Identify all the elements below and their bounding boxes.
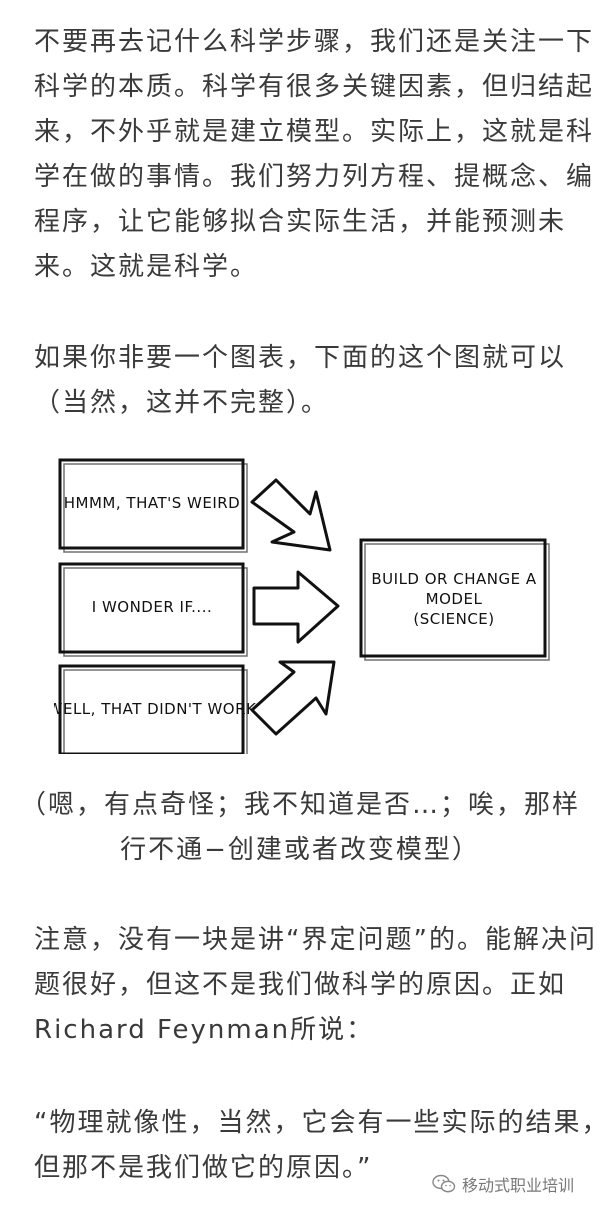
model-label-line2: MODEL (426, 590, 483, 608)
text-line: 学在做的事情。我们努力列方程、提概念、编 (34, 162, 595, 192)
text-line: 题很好，但这不是我们做科学的原因。正如 (34, 970, 567, 1000)
text-line: 程序，让它能够拟合实际生活，并能预测未 (34, 207, 567, 237)
text-line: （当然，这并不完整）。 (34, 388, 330, 418)
text-line: Richard Feynman所说： (34, 1015, 375, 1045)
watermark: 移动式职业培训 (432, 1172, 574, 1196)
chart-intro-paragraph: 如果你非要一个图表，下面的这个图就可以 （当然，这并不完整）。 (34, 336, 574, 426)
note-paragraph: 注意，没有一块是讲“界定问题”的。能解决问 题很好，但这不是我们做科学的原因。正… (34, 918, 597, 1053)
model-label-line3: (SCIENCE) (413, 610, 494, 628)
diagram-box-didnt-work: WELL, THAT DIDN'T WORK (54, 664, 257, 754)
intro-paragraph: 不要再去记什么科学步骤，我们还是关注一下 科学的本质。科学有很多关键因素，但归结… (34, 20, 595, 290)
diagram-caption: （嗯，有点奇怪；我不知道是否…；唉，那样 行不通−创建或者改变模型） (0, 783, 600, 873)
text-line: 但那不是我们做它的原因。” (34, 1153, 373, 1183)
diagram-box-weird: HMMM, THAT'S WEIRD (58, 458, 248, 553)
text-line: 科学的本质。科学有很多关键因素，但归结起 (34, 72, 595, 102)
text-line: 注意，没有一块是讲“界定问题”的。能解决问 (34, 925, 597, 955)
science-model-diagram: HMMM, THAT'S WEIRD I WONDER IF.... WELL,… (54, 458, 550, 754)
text-line: 如果你非要一个图表，下面的这个图就可以 (34, 343, 567, 373)
box-wonder-label: I WONDER IF.... (92, 598, 212, 616)
model-label-line1: BUILD OR CHANGE A (371, 570, 536, 588)
box-didnt-work-label: WELL, THAT DIDN'T WORK (54, 700, 257, 718)
arrow-bottom-icon (250, 660, 336, 736)
diagram-box-wonder: I WONDER IF.... (58, 562, 248, 657)
diagram-box-model: BUILD OR CHANGE A MODEL (SCIENCE) (359, 538, 550, 661)
text-line: 行不通−创建或者改变模型） (120, 835, 480, 865)
text-line: 不要再去记什么科学步骤，我们还是关注一下 (34, 27, 595, 57)
arrow-middle-icon (252, 570, 340, 644)
box-weird-label: HMMM, THAT'S WEIRD (64, 494, 240, 512)
text-line: “物理就像性，当然，它会有一些实际的结果， (34, 1108, 600, 1138)
wechat-icon (432, 1174, 456, 1193)
text-line: （嗯，有点奇怪；我不知道是否…；唉，那样 (19, 790, 580, 820)
quote-paragraph: “物理就像性，当然，它会有一些实际的结果， 但那不是我们做它的原因。” (34, 1101, 600, 1191)
arrow-top-icon (250, 478, 332, 552)
text-line: 来。这就是科学。 (34, 252, 259, 282)
text-line: 来，不外乎就是建立模型。实际上，这就是科 (34, 117, 595, 147)
watermark-text: 移动式职业培训 (461, 1176, 574, 1195)
